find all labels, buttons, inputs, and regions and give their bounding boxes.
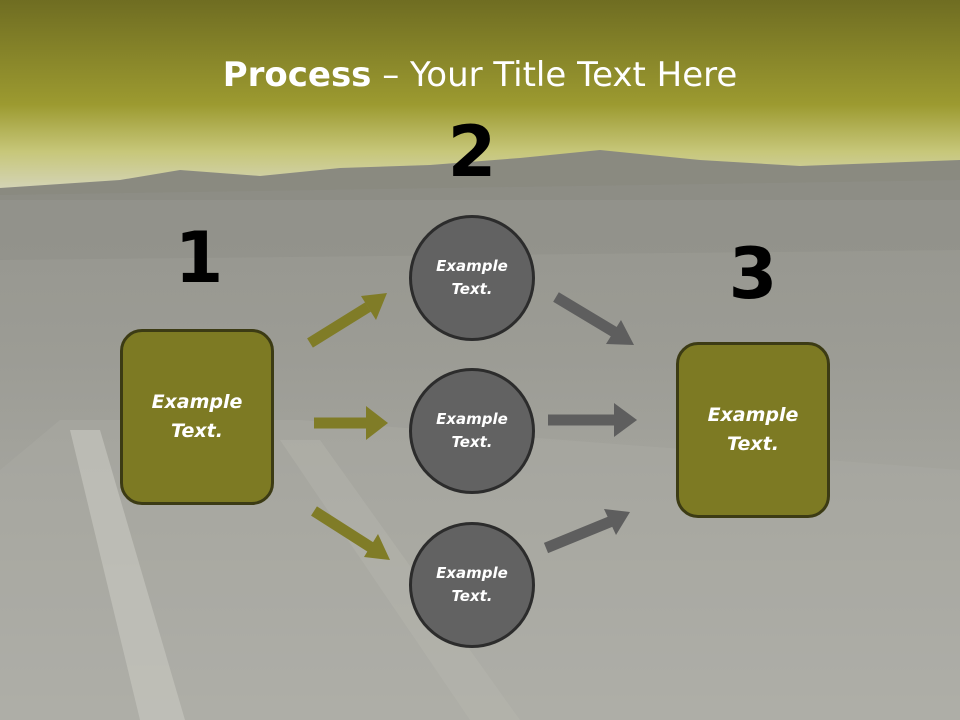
step-3-number: 3 <box>728 233 778 315</box>
title-strong: Process <box>222 55 372 95</box>
step-3-label: Example Text. <box>707 404 799 455</box>
circle-top-label: Example Text. <box>436 257 508 298</box>
title-rest: – Your Title Text Here <box>371 55 738 95</box>
arrow-box1-to-circle-top <box>307 293 387 348</box>
step-2-circle-bottom: Example Text. <box>409 522 535 648</box>
arrow-box1-to-circle-bottom <box>311 506 390 560</box>
step-2-number: 2 <box>447 111 497 193</box>
circle-middle-label: Example Text. <box>436 410 508 451</box>
page-title: Process – Your Title Text Here <box>0 52 960 98</box>
arrow-circle-top-to-box3 <box>553 292 634 345</box>
arrow-circle-bottom-to-box3 <box>543 509 630 554</box>
step-2-circle-middle: Example Text. <box>409 368 535 494</box>
circle-bottom-label: Example Text. <box>436 564 508 605</box>
arrow-circle-middle-to-box3 <box>548 403 637 437</box>
step-1-number: 1 <box>174 217 224 299</box>
arrow-box1-to-circle-middle <box>314 406 388 440</box>
step-1-label: Example Text. <box>151 391 243 442</box>
step-1-box: Example Text. <box>120 329 274 505</box>
step-3-box: Example Text. <box>676 342 830 518</box>
step-2-circle-top: Example Text. <box>409 215 535 341</box>
